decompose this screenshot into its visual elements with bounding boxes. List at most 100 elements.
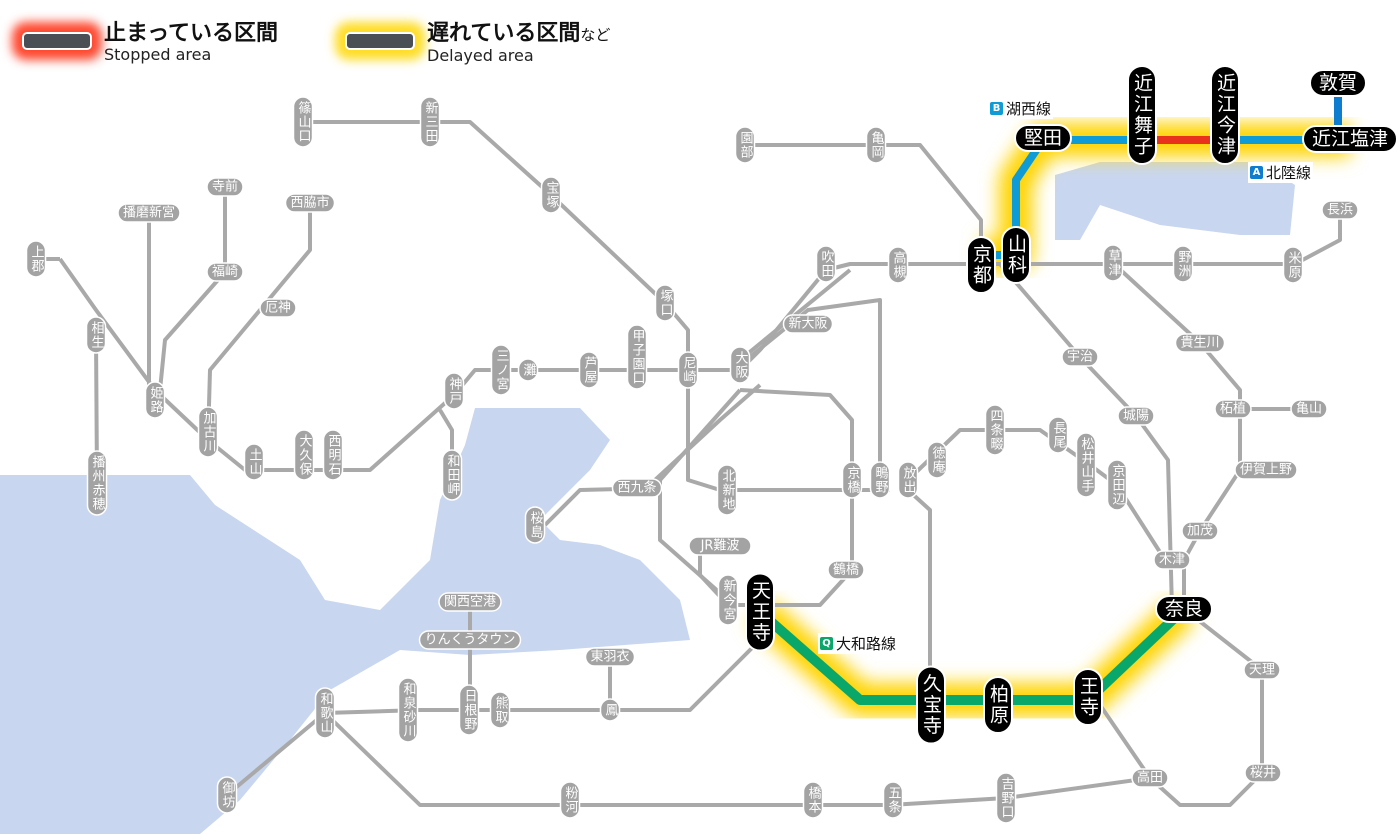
line-tag-yamatoji[interactable]: Q 大和路線 xyxy=(818,633,899,654)
station-gojo[interactable]: 五条 xyxy=(882,781,904,819)
station-shigino[interactable]: 鴫野 xyxy=(869,461,891,499)
station-osaka[interactable]: 大阪 xyxy=(729,346,751,384)
station-pill xyxy=(1210,65,1240,165)
station-rinkutown[interactable]: りんくうタウン xyxy=(418,630,522,650)
station-nishiakashi[interactable]: 西明石 xyxy=(322,429,344,481)
station-kyotanabe[interactable]: 京田辺 xyxy=(1106,459,1128,511)
station-okubo[interactable]: 大久保 xyxy=(293,429,315,481)
station-sasayamaguchi[interactable]: 篠山口 xyxy=(292,96,314,148)
station-tokuan[interactable]: 徳庵 xyxy=(926,441,948,479)
station-maibara[interactable]: 米原 xyxy=(1282,246,1304,284)
station-tsukaguchi[interactable]: 塚口 xyxy=(654,284,676,322)
station-ashiya[interactable]: 芦屋 xyxy=(578,351,600,389)
station-tennoji[interactable]: 天王寺 xyxy=(745,572,775,652)
station-sonobe[interactable]: 園部 xyxy=(734,126,756,164)
station-shinimamiya[interactable]: 新今宮 xyxy=(717,574,739,626)
station-takada[interactable]: 高田 xyxy=(1131,768,1169,788)
station-pill xyxy=(729,346,751,384)
station-yakujin[interactable]: 厄神 xyxy=(259,298,297,318)
station-takatsuki[interactable]: 高槻 xyxy=(887,246,909,284)
station-uji[interactable]: 宇治 xyxy=(1061,347,1099,367)
line-name: 北陸線 xyxy=(1266,164,1312,182)
station-koshienguchi[interactable]: 甲子園口 xyxy=(626,324,648,390)
station-kyoto[interactable]: 京都 xyxy=(966,236,996,294)
station-sakurajima[interactable]: 桜島 xyxy=(524,506,546,544)
station-shinosaka[interactable]: 新大阪 xyxy=(782,314,834,334)
station-wadamisaki[interactable]: 和田岬 xyxy=(441,449,463,501)
station-suita[interactable]: 吹田 xyxy=(815,245,837,283)
yamatoji-line[interactable] xyxy=(756,605,1188,705)
station-name: 敦賀 xyxy=(1319,72,1357,94)
station-aioi[interactable]: 相生 xyxy=(85,316,107,354)
station-kobe[interactable]: 神戸 xyxy=(443,372,465,410)
station-kamigori[interactable]: 上郡 xyxy=(25,240,47,278)
line-tag-kosei[interactable]: B 湖西線 xyxy=(988,98,1054,119)
station-hineno[interactable]: 日根野 xyxy=(458,684,480,736)
station-kitashinchi[interactable]: 北新地 xyxy=(716,464,738,516)
station-takarazuka[interactable]: 宝塚 xyxy=(540,176,562,214)
station-pill xyxy=(1302,125,1398,153)
station-pill xyxy=(458,684,480,736)
station-omiimazu[interactable]: 近江今津 xyxy=(1210,65,1240,165)
station-yamashina[interactable]: 山科 xyxy=(1001,226,1031,284)
station-shinsanda[interactable]: 新三田 xyxy=(419,96,441,148)
station-sakurai[interactable]: 桜井 xyxy=(1244,763,1282,783)
station-hashimoto[interactable]: 橋本 xyxy=(802,781,824,819)
station-fukusaki[interactable]: 福崎 xyxy=(206,262,244,282)
station-harimashingu[interactable]: 播磨新宮 xyxy=(117,203,181,223)
station-teramae[interactable]: 寺前 xyxy=(206,177,244,197)
station-amagasaki[interactable]: 尼崎 xyxy=(677,351,699,389)
station-kokawa[interactable]: 粉河 xyxy=(559,781,581,819)
station-shijonawate[interactable]: 四条畷 xyxy=(984,404,1006,456)
rail-line xyxy=(303,120,890,492)
station-nishikujo[interactable]: 西九条 xyxy=(611,478,663,498)
station-nishiwakishi[interactable]: 西脇市 xyxy=(284,193,336,213)
station-tsuchiyama[interactable]: 土山 xyxy=(243,443,265,481)
station-jrnamba[interactable]: JR難波 xyxy=(688,536,752,556)
station-kakogawa[interactable]: 加古川 xyxy=(197,406,219,458)
station-kameyama[interactable]: 亀山 xyxy=(1290,399,1328,419)
station-sannomiya[interactable]: 三ノ宮 xyxy=(490,344,512,396)
station-kyobashi[interactable]: 京橋 xyxy=(841,461,863,499)
station-yoshinoguchi[interactable]: 吉野口 xyxy=(995,772,1017,824)
station-omishiotsu[interactable]: 近江塩津 xyxy=(1302,125,1398,153)
station-himeji[interactable]: 姫路 xyxy=(144,381,166,419)
station-kyuhoji[interactable]: 久宝寺 xyxy=(916,665,946,745)
line-tag-hokuriku[interactable]: A 北陸線 xyxy=(1248,162,1314,183)
station-kameoka[interactable]: 亀岡 xyxy=(865,126,887,164)
station-nagahama[interactable]: 長浜 xyxy=(1321,200,1359,220)
station-nara[interactable]: 奈良 xyxy=(1155,595,1213,623)
station-pill xyxy=(983,676,1013,734)
station-oji[interactable]: 王寺 xyxy=(1073,668,1103,726)
station-kamo[interactable]: 加茂 xyxy=(1181,521,1219,541)
station-katata[interactable]: 堅田 xyxy=(1014,124,1072,152)
station-nagao[interactable]: 長尾 xyxy=(1047,416,1069,454)
station-pill xyxy=(827,560,865,580)
station-kumatori[interactable]: 熊取 xyxy=(489,691,511,729)
station-name: 米原 xyxy=(1286,251,1302,279)
station-hanaten[interactable]: 放出 xyxy=(897,461,919,499)
station-matsuiyamate[interactable]: 松井山手 xyxy=(1075,432,1097,498)
station-higashihagoromo[interactable]: 東羽衣 xyxy=(584,647,636,667)
station-gobo[interactable]: 御坊 xyxy=(216,776,238,814)
station-kusatsu[interactable]: 草津 xyxy=(1102,244,1124,282)
station-izumisunagawa[interactable]: 和泉砂川 xyxy=(397,677,419,743)
station-tsuge[interactable]: 柘植 xyxy=(1214,399,1252,419)
station-yasu[interactable]: 野洲 xyxy=(1172,245,1194,283)
station-pill xyxy=(293,429,315,481)
station-tsuruhashi[interactable]: 鶴橋 xyxy=(827,560,865,580)
station-otori[interactable]: 鳳 xyxy=(599,698,621,722)
station-pill xyxy=(815,245,837,283)
station-wakayama[interactable]: 和歌山 xyxy=(314,687,336,739)
station-kansaiairport[interactable]: 関西空港 xyxy=(438,592,502,612)
station-tenri[interactable]: 天理 xyxy=(1243,660,1281,680)
station-igaueno[interactable]: 伊賀上野 xyxy=(1234,460,1298,480)
station-kizu[interactable]: 木津 xyxy=(1153,550,1191,570)
station-banshuako[interactable]: 播州赤穂 xyxy=(86,450,108,516)
station-kashiwara[interactable]: 柏原 xyxy=(983,676,1013,734)
station-tsuruga[interactable]: 敦賀 xyxy=(1309,69,1367,97)
station-joyo[interactable]: 城陽 xyxy=(1117,406,1155,426)
station-kibukawa[interactable]: 貴生川 xyxy=(1174,333,1226,353)
station-nada[interactable]: 灘 xyxy=(517,358,539,382)
station-omimaiko[interactable]: 近江舞子 xyxy=(1127,65,1157,165)
